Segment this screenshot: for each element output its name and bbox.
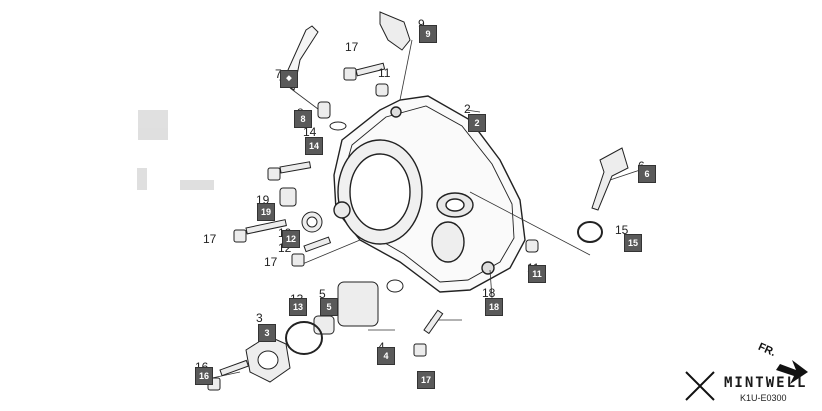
leader-lines (211, 39, 641, 379)
callout-7: 7 (275, 67, 282, 81)
callout-9: 9 (418, 17, 425, 31)
callout-18: 18 (482, 286, 496, 300)
ref-badge-17: 17 (417, 371, 435, 389)
ref-badge-5: 5 (320, 298, 338, 316)
ref-badge-8: 8 (294, 110, 312, 128)
ref-badge-12: 12 (282, 230, 300, 248)
callout-17-top: 17 (345, 40, 359, 54)
small-parts (245, 11, 629, 383)
brand-name: MINTWELL (724, 375, 808, 391)
diagram-code: K1U-E0300 (740, 393, 787, 403)
ref-badge-2: 2 (468, 114, 486, 132)
ref-badge-9: 9 (419, 25, 437, 43)
ref-badge-6: 6 (638, 165, 656, 183)
bracket-9 (379, 11, 411, 51)
ref-badge-3: 3 (258, 324, 276, 342)
oil-filter-4 (337, 281, 379, 327)
brand-logo-icon (685, 371, 715, 401)
callout-11-top: 11 (378, 66, 391, 80)
faded-background-part (137, 110, 214, 190)
dowel-pin-11-right (525, 239, 539, 253)
o-ring-13 (285, 321, 323, 355)
bolt-17-top (343, 62, 386, 81)
ref-badge-16: 16 (195, 367, 213, 385)
diamond-icon: ◆ (280, 70, 298, 88)
front-direction-arrow-icon (776, 360, 808, 384)
washer-14 (329, 121, 347, 131)
bolt-17-bottom (413, 309, 444, 357)
sensor-19 (279, 187, 297, 207)
spring-5 (313, 315, 335, 335)
bolts (207, 62, 444, 391)
ref-badge-11: 11 (528, 265, 546, 283)
bolt-17-middle (291, 236, 332, 267)
bolt-17-left (233, 219, 287, 243)
callout-5: 5 (319, 287, 326, 301)
callout-15: 15 (615, 223, 629, 237)
bolt-16 (207, 359, 250, 391)
bolt-14 (267, 161, 312, 181)
callout-2: 2 (464, 102, 471, 116)
spring-8 (317, 101, 331, 119)
callout-17-middle: 17 (264, 255, 278, 269)
ref-badge-15: 15 (624, 234, 642, 252)
ref-badge-14: 14 (305, 137, 323, 155)
crankcase-cover (333, 95, 526, 293)
dowel-pin-11-top (375, 83, 389, 97)
callout-3: 3 (256, 311, 263, 325)
dipstick-6 (591, 147, 629, 211)
ref-badge-4: 4 (377, 347, 395, 365)
callout-17-left: 17 (203, 232, 217, 246)
o-ring-15 (577, 221, 603, 243)
ref-badge-19: 19 (257, 203, 275, 221)
ref-badge-18: 18 (485, 298, 503, 316)
callout-14: 14 (303, 125, 317, 139)
ref-badge-13: 13 (289, 298, 307, 316)
